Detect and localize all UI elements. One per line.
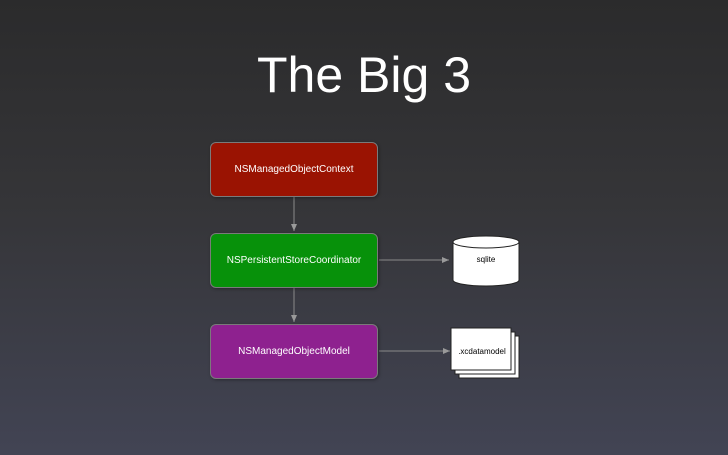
node-managed-object-model: NSManagedObjectModel (210, 324, 378, 379)
sqlite-label: sqlite (476, 254, 496, 264)
node-label: NSPersistentStoreCoordinator (226, 255, 362, 266)
node-label: NSManagedObjectContext (234, 164, 354, 175)
node-label: NSManagedObjectModel (238, 346, 350, 357)
slide-title: The Big 3 (256, 47, 471, 103)
xcdatamodel-label: .xcdatamodel (458, 346, 506, 356)
node-persistent-store-coordinator: NSPersistentStoreCoordinator (210, 233, 378, 288)
node-managed-object-context: NSManagedObjectContext (210, 142, 378, 197)
